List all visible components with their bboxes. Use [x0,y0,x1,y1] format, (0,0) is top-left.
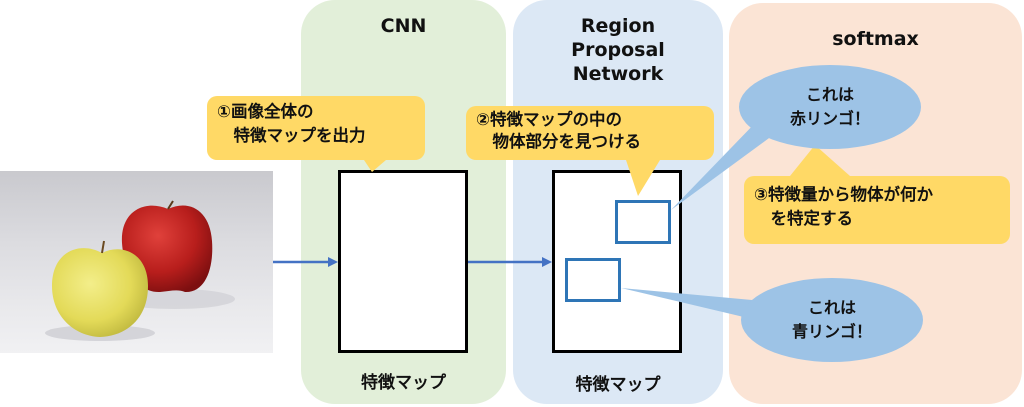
rpn-title-line-2: Proposal [571,39,665,61]
speech-bubble-red-apple: これは 赤リンゴ！ [739,65,921,149]
bubble-red-tail [671,118,780,210]
bubble-green-line-1: これは [807,298,856,317]
region-proposal-box-green-apple [565,258,621,302]
callout-3-line-2: を特定する [754,209,854,228]
bubble-red-line-2: 赤リンゴ！ [789,109,870,128]
callout-1-tail [364,160,386,172]
callout-step-1: ①画像全体の 特徴マップを出力 [207,96,425,160]
rpn-title-line-1: Region [580,15,656,37]
callout-2-line-1: ②特徴マップの中の [476,110,622,129]
rpn-title: Region Proposal Network [513,14,723,86]
bubble-red-line-1: これは [805,85,854,104]
arrow-photo-to-cnn [273,257,338,267]
callout-2-line-2: 物体部分を見つける [476,132,642,151]
yellow-apple [52,248,148,337]
bubble-green-line-2: 青リンゴ！ [791,322,872,341]
input-apple-photo [0,171,273,353]
speech-bubble-green-apple: これは 青リンゴ！ [741,278,923,362]
rpn-title-line-3: Network [572,63,664,85]
region-proposal-box-red-apple [615,200,671,244]
softmax-title: softmax [832,28,919,50]
arrow-cnn-to-rpn [468,257,552,267]
cnn-feature-map [338,170,468,353]
cnn-feature-map-label: 特徴マップ [361,373,446,393]
callout-2-tail [626,160,660,196]
callout-3-line-1: ③特徴量から物体が何か [754,185,933,204]
callout-step-2: ②特徴マップの中の 物体部分を見つける [466,106,714,160]
callout-1-line-2: 特徴マップを出力 [217,126,366,145]
callout-step-3: ③特徴量から物体が何か を特定する [744,176,1010,244]
cnn-title: CNN [380,15,427,37]
bubble-green-tail [621,288,752,318]
rpn-feature-map-label: 特徴マップ [575,375,661,395]
callout-3-tail [790,145,850,176]
callout-1-line-1: ①画像全体の [217,102,314,121]
